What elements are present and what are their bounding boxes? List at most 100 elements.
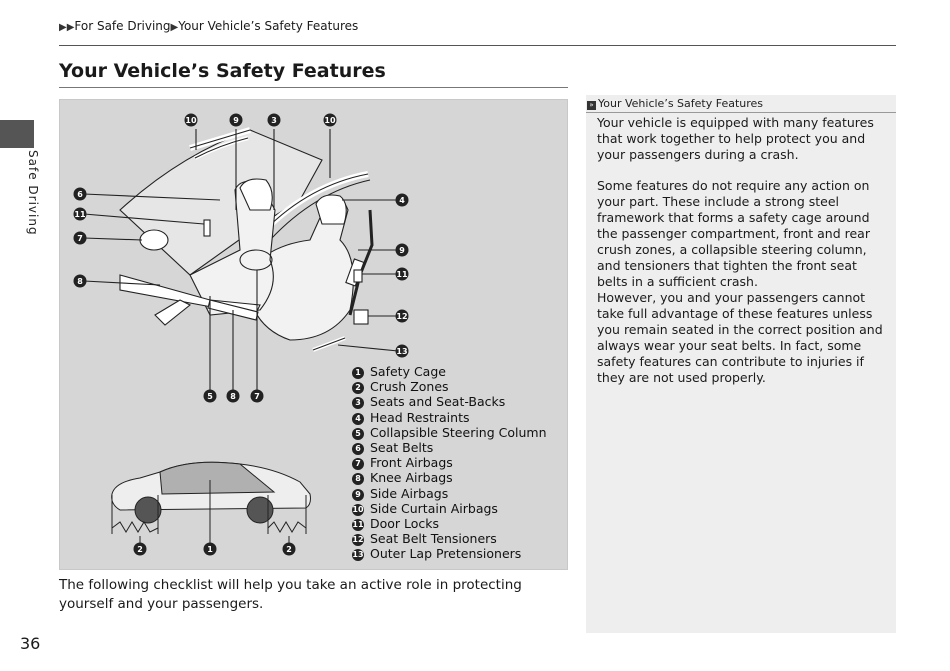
legend-number-icon: 12 [352, 534, 364, 547]
front-wheel [134, 496, 162, 524]
legend-label: Crush Zones [370, 379, 449, 395]
breadcrumb-arrow-icon: ▶▶ [59, 22, 75, 33]
callout-8 [73, 274, 87, 288]
floor-console [154, 299, 192, 326]
breadcrumb-item-safety-features[interactable]: Your Vehicle’s Safety Features [178, 19, 359, 33]
legend-item: 2 Crush Zones [352, 379, 547, 395]
reference-arrow-icon: » [587, 101, 596, 110]
door-lock [353, 269, 363, 283]
legend-number-icon: 4 [352, 412, 364, 425]
callout-2b [282, 542, 296, 556]
legend-number-icon: 11 [352, 518, 364, 531]
legend-number-icon: 9 [352, 488, 364, 501]
legend-label: Side Curtain Airbags [370, 500, 498, 516]
sidebar-heading-text: Your Vehicle’s Safety Features [598, 97, 764, 110]
legend-item: 13 Outer Lap Pretensioners [352, 546, 547, 562]
callout-10-label: 10 [185, 116, 197, 125]
legend-label: Seat Belt Tensioners [370, 531, 497, 547]
breadcrumb: ▶▶For Safe Driving▶Your Vehicle’s Safety… [59, 19, 358, 33]
callout-7b [250, 389, 264, 403]
callout-7b-label: 7 [254, 392, 260, 401]
callout-3 [267, 113, 281, 127]
callout-8-label: 8 [77, 277, 83, 286]
legend-number-icon: 10 [352, 503, 364, 516]
callout-5-label: 5 [207, 392, 213, 401]
passenger-seat [249, 196, 354, 341]
callout-12 [395, 309, 409, 323]
callout-1-label: 1 [207, 545, 213, 554]
passenger-headrest [315, 194, 347, 225]
callout-11-label: 11 [74, 210, 86, 219]
legend-label: Collapsible Steering Column [370, 424, 547, 440]
section-tab-label: Safe Driving [26, 150, 40, 236]
legend-label: Seats and Seat-Backs [370, 394, 506, 410]
legend-number-icon: 2 [352, 382, 364, 395]
callout-9b-label: 9 [399, 246, 405, 255]
callout-2b-label: 2 [286, 545, 292, 554]
car-side-view [111, 461, 311, 546]
intro-paragraph: The following checklist will help you ta… [59, 577, 522, 612]
callout-8b [226, 389, 240, 403]
legend-label: Head Restraints [370, 409, 470, 425]
callout-7-label: 7 [77, 234, 83, 243]
legend-item: 10 Side Curtain Airbags [352, 501, 547, 516]
callout-9b [395, 243, 409, 257]
callout-6-label: 6 [77, 190, 83, 199]
callout-2a-label: 2 [137, 545, 143, 554]
breadcrumb-arrow-icon: ▶ [170, 22, 179, 33]
callout-8b-label: 8 [230, 392, 236, 401]
legend-item: 3 Seats and Seat-Backs [352, 394, 547, 410]
breadcrumb-item-safe-driving[interactable]: For Safe Driving [74, 19, 171, 33]
callout-markers: 10 9 3 10 6 11 7 8 4 9 11 12 13 5 8 7 2 … [73, 113, 409, 556]
legend-label: Door Locks [370, 515, 440, 531]
sidebar-paragraph: Some features do not require any action … [597, 178, 870, 289]
callout-3-label: 3 [271, 116, 277, 125]
legend-number-icon: 6 [352, 442, 364, 455]
windshield-outline [119, 129, 323, 276]
callout-11b-label: 11 [396, 270, 408, 279]
section-tab[interactable] [0, 120, 34, 148]
page-number: 36 [20, 634, 41, 653]
legend-item: 12 Seat Belt Tensioners [352, 531, 547, 547]
legend-number-icon: 3 [352, 397, 364, 410]
legend-number-icon: 1 [352, 367, 364, 379]
header-divider [59, 45, 896, 46]
callout-4 [395, 193, 409, 207]
car-interior-drawing: 10 9 3 10 6 11 7 8 4 9 11 12 13 5 8 7 2 … [73, 113, 409, 556]
crush-zone-front-spring [111, 521, 159, 533]
legend-item: 4 Head Restraints [352, 410, 547, 425]
callout-13-label: 13 [396, 347, 407, 356]
callout-9-label: 9 [233, 116, 239, 125]
callout-10b-label: 10 [324, 116, 336, 125]
sidebar-heading: »Your Vehicle’s Safety Features [586, 95, 896, 113]
legend-item: 11 Door Locks [352, 516, 547, 531]
callout-7 [73, 231, 87, 245]
title-divider [59, 87, 568, 88]
legend-number-icon: 13 [352, 549, 364, 562]
safety-features-illustration: 10 9 3 10 6 11 7 8 4 9 11 12 13 5 8 7 2 … [59, 99, 568, 570]
rear-wheel [246, 496, 274, 524]
legend-label: Front Airbags [370, 455, 453, 471]
front-airbag [139, 229, 169, 251]
legend-label: Knee Airbags [370, 470, 453, 486]
safety-cage [159, 461, 276, 495]
driver-headrest [239, 178, 273, 211]
sidebar-paragraph: However, you and your passengers cannot … [597, 290, 883, 385]
seat-belt [348, 209, 374, 316]
belt-tensioner [353, 309, 369, 325]
sidebar-note: »Your Vehicle’s Safety Features Your veh… [586, 95, 896, 633]
callout-5 [203, 389, 217, 403]
callout-10b [323, 113, 337, 127]
page-title: Your Vehicle’s Safety Features [59, 60, 386, 82]
legend-label: Outer Lap Pretensioners [370, 546, 522, 562]
crush-zone-rear-spring [267, 521, 307, 533]
callout-11b [395, 267, 409, 281]
legend-number-icon: 8 [352, 473, 364, 486]
legend-item: 8 Knee Airbags [352, 470, 547, 486]
callout-10 [184, 113, 198, 127]
callout-6 [73, 187, 87, 201]
